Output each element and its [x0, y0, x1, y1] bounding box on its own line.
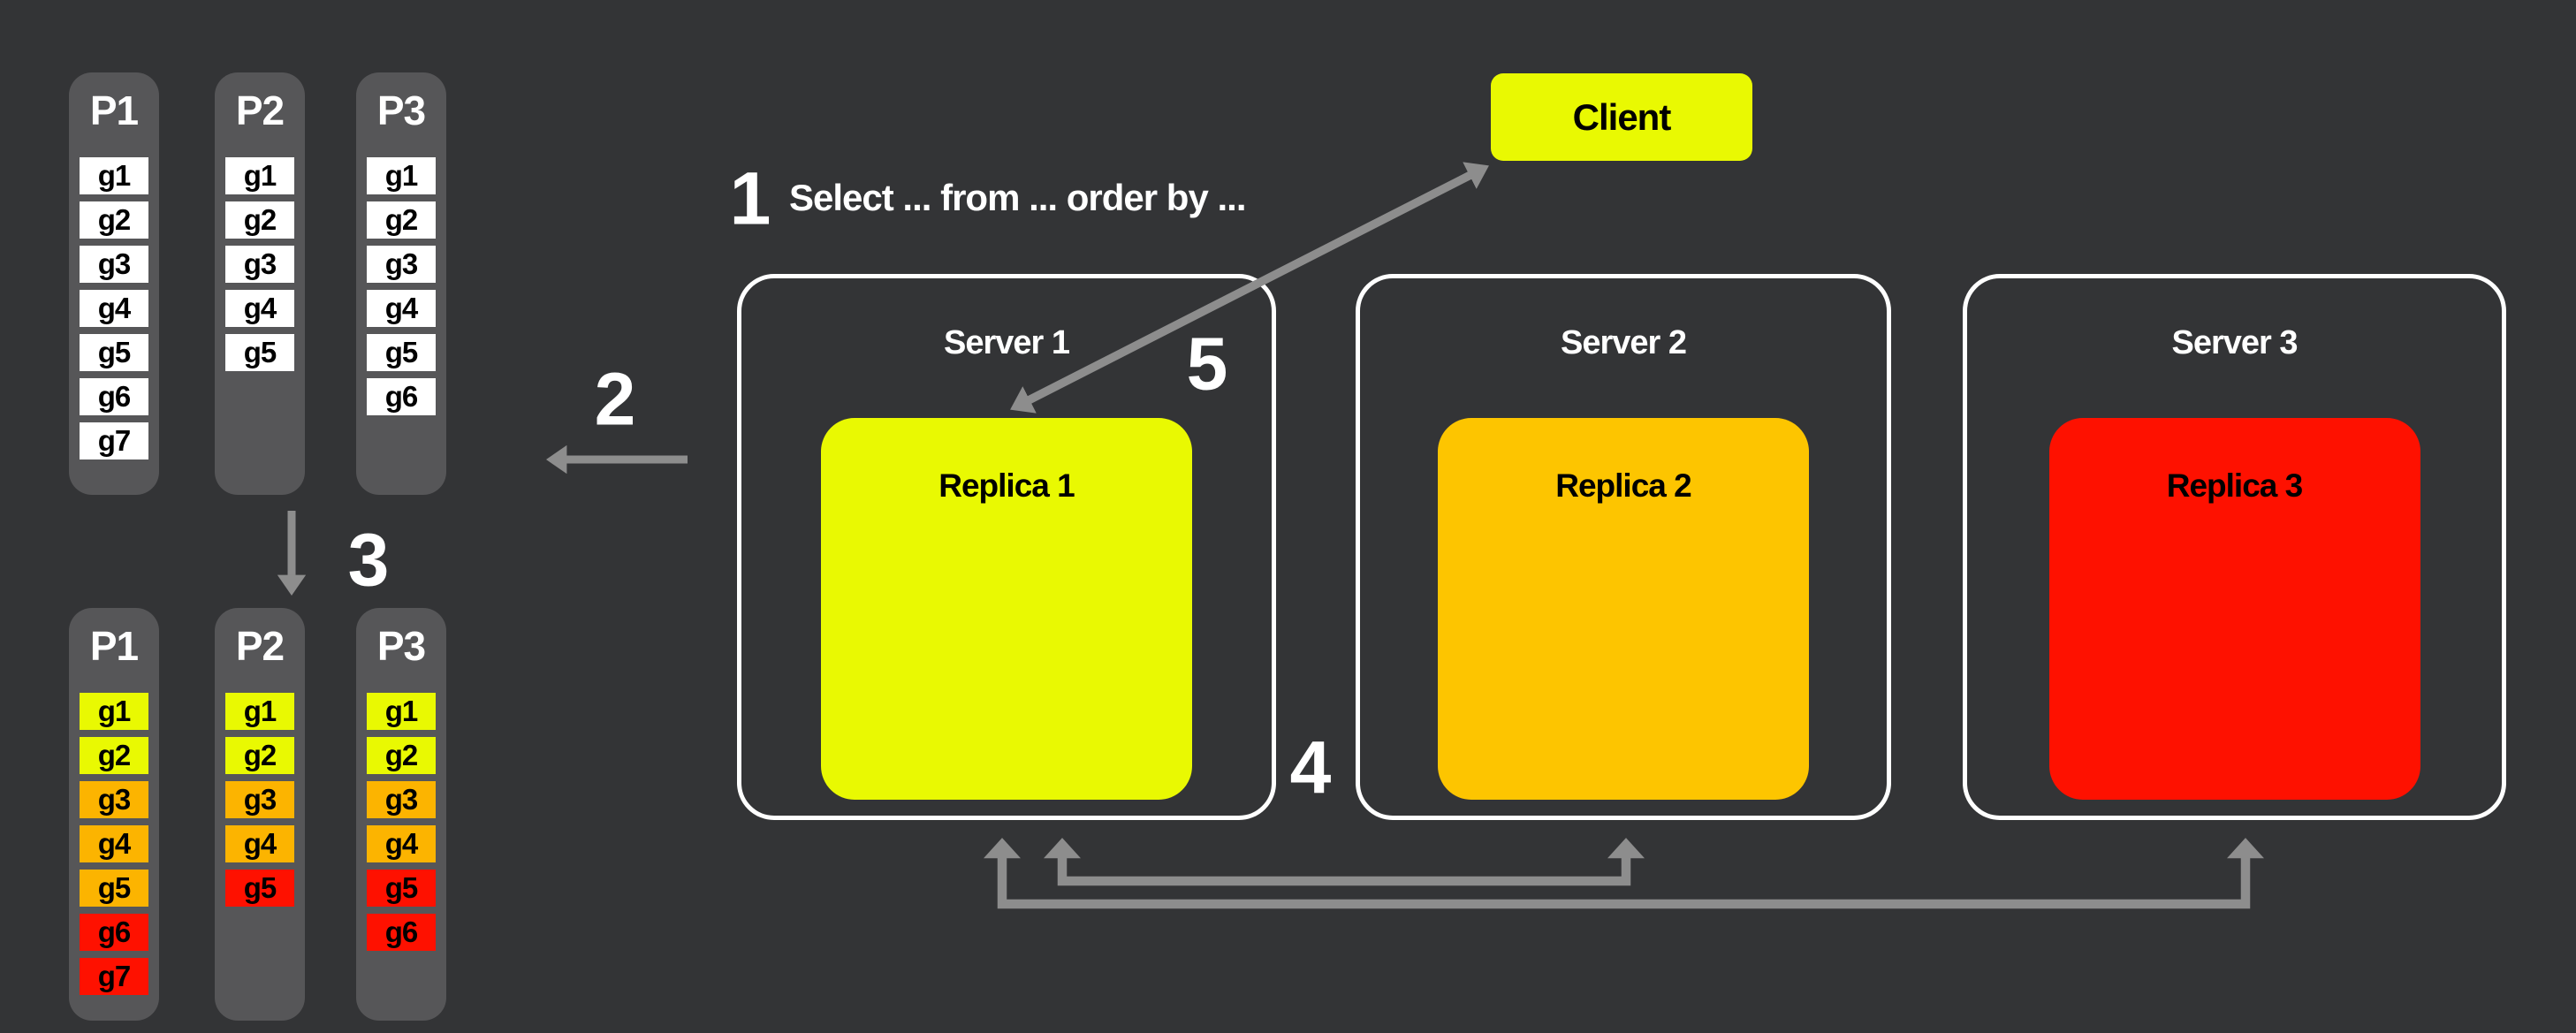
partition-cell: g4	[225, 825, 294, 862]
partition-cell: g6	[367, 914, 436, 951]
partition-before-p3: P3 g1 g2 g3 g4 g5 g6	[356, 72, 446, 495]
partition-after-p3: P3 g1 g2 g3 g4 g5 g6	[356, 608, 446, 1021]
partition-cell: g3	[225, 781, 294, 818]
partition-cell: g1	[225, 693, 294, 730]
partition-title: P3	[376, 623, 426, 669]
gather-server3-arrow	[984, 838, 2264, 909]
partition-cell: g5	[80, 334, 148, 371]
partition-cells: g1 g2 g3 g4 g5 g6	[356, 157, 446, 415]
partition-cell: g5	[80, 870, 148, 907]
partition-cell: g5	[367, 334, 436, 371]
client-box: Client	[1491, 73, 1752, 161]
partition-cell: g7	[80, 958, 148, 995]
replica-label: Replica 2	[1555, 467, 1691, 504]
partition-after-p2: P2 g1 g2 g3 g4 g5	[215, 608, 305, 1021]
partition-cell: g6	[80, 914, 148, 951]
replica-label: Replica 3	[2166, 467, 2303, 504]
partition-cell: g2	[80, 737, 148, 774]
partition-title: P2	[235, 87, 285, 133]
server-label: Server 3	[2171, 324, 2298, 361]
server-1-box: Server 1 Replica 1	[737, 274, 1276, 820]
partition-cell: g7	[80, 422, 148, 460]
replica-1-box: Replica 1	[821, 418, 1192, 800]
step-1-number: 1	[729, 156, 771, 240]
partition-cell: g4	[367, 825, 436, 862]
server-label: Server 2	[1560, 324, 1687, 361]
partition-cells: g1 g2 g3 g4 g5	[215, 157, 305, 371]
partition-cell: g1	[80, 157, 148, 194]
replica-2-box: Replica 2	[1438, 418, 1809, 800]
partition-cell: g1	[225, 157, 294, 194]
query-text: Select ... from ... order by ...	[789, 177, 1246, 218]
partition-cells: g1 g2 g3 g4 g5 g6 g7	[69, 693, 159, 995]
partition-cell: g5	[367, 870, 436, 907]
partition-cell: g1	[367, 693, 436, 730]
partition-cells: g1 g2 g3 g4 g5	[215, 693, 305, 907]
server-2-box: Server 2 Replica 2	[1356, 274, 1891, 820]
partition-cell: g3	[80, 781, 148, 818]
partition-cells: g1 g2 g3 g4 g5 g6 g7	[69, 157, 159, 460]
partition-title: P1	[89, 87, 139, 133]
step-4-number: 4	[1289, 725, 1332, 809]
partition-cell: g3	[80, 246, 148, 283]
server-3-box: Server 3 Replica 3	[1963, 274, 2506, 820]
partition-cell: g6	[80, 378, 148, 415]
replica-3-box: Replica 3	[2048, 418, 2420, 800]
partition-title: P2	[235, 623, 285, 669]
partition-cell: g5	[225, 870, 294, 907]
partition-title: P3	[376, 87, 426, 133]
replica-label: Replica 1	[938, 467, 1075, 504]
step-2-number: 2	[594, 357, 636, 441]
partition-cell: g5	[225, 334, 294, 371]
partition-cell: g2	[80, 201, 148, 239]
step-3-number: 3	[347, 518, 390, 602]
partition-cell: g2	[367, 201, 436, 239]
partition-cell: g3	[367, 246, 436, 283]
partition-cell: g4	[80, 290, 148, 327]
partition-cell: g4	[367, 290, 436, 327]
partition-cells: g1 g2 g3 g4 g5 g6	[356, 693, 446, 951]
partition-cell: g1	[367, 157, 436, 194]
partition-cell: g2	[367, 737, 436, 774]
step-5-number: 5	[1186, 322, 1228, 406]
partition-cell: g1	[80, 693, 148, 730]
partition-cell: g2	[225, 201, 294, 239]
partition-cell: g3	[225, 246, 294, 283]
partition-title: P1	[89, 623, 139, 669]
partition-after-p1: P1 g1 g2 g3 g4 g5 g6 g7	[69, 608, 159, 1021]
partition-cell: g6	[367, 378, 436, 415]
partition-cell: g4	[80, 825, 148, 862]
partition-cell: g4	[225, 290, 294, 327]
partition-before-p2: P2 g1 g2 g3 g4 g5	[215, 72, 305, 495]
partition-before-p1: P1 g1 g2 g3 g4 g5 g6 g7	[69, 72, 159, 495]
gather-server2-arrow	[1044, 838, 1645, 886]
partition-cell: g3	[367, 781, 436, 818]
partition-cell: g2	[225, 737, 294, 774]
